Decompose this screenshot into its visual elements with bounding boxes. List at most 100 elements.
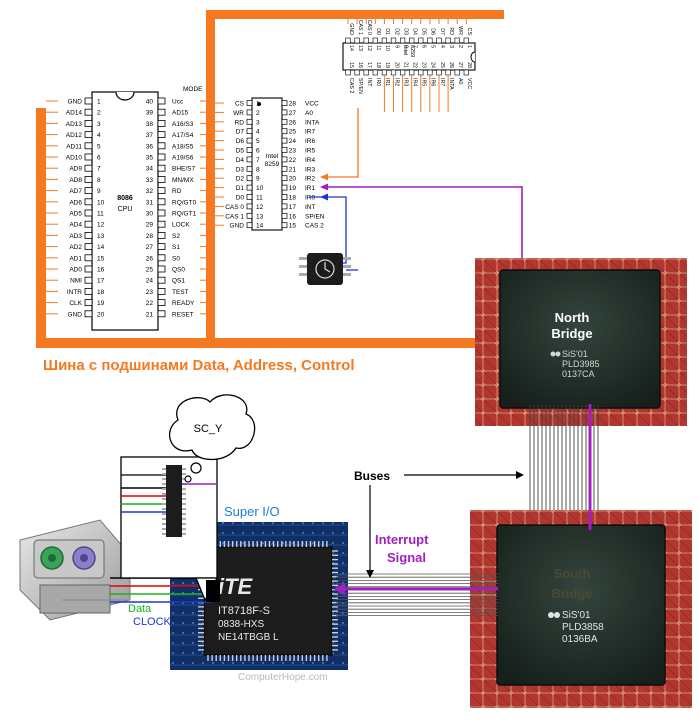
pic-rotated-pin-number: 12 <box>366 45 372 51</box>
cpu-pin-number: 2 <box>97 110 101 117</box>
cpu-pin-number: 38 <box>146 121 154 128</box>
pic-rotated-pin <box>345 37 351 44</box>
pic-rotated-pin-name: CAS 0 <box>366 20 372 35</box>
super-io-board: iTE IT8718F-S 0838-HXS NE14TBGB L <box>170 522 348 670</box>
pic-rotated-pin <box>418 37 424 44</box>
callout-chip-pin <box>162 473 166 475</box>
cpu-pin <box>157 254 166 262</box>
cpu-pin-number: 13 <box>97 233 105 240</box>
pic-rotated-pin-number: 28 <box>466 62 472 68</box>
callout-chip-pin <box>162 483 166 485</box>
cpu-pin-name: AD14 <box>66 110 83 117</box>
cpu-pin <box>157 153 166 161</box>
cpu-pin <box>157 243 166 251</box>
bus-caption: Шина с подшинами Data, Address, Control <box>43 357 355 374</box>
cpu-pin <box>157 209 166 217</box>
pic-rotated-pin-number: 23 <box>421 62 427 68</box>
cpu-pin <box>157 164 166 172</box>
pic-pin-name: IR2 <box>305 176 316 183</box>
north-bridge-mark-3: 0137CA <box>562 369 595 379</box>
cpu-pin-number: 27 <box>146 244 154 251</box>
cpu-pin <box>157 299 166 307</box>
watermark: ComputerHope.com <box>238 672 327 683</box>
callout-chip-pin <box>162 513 166 515</box>
pic-pin-name: IR5 <box>305 148 316 155</box>
pic-pin-number: 22 <box>289 157 297 164</box>
pic-rotated-pin-number: 27 <box>457 62 463 68</box>
pic-pin-number: 26 <box>289 119 297 126</box>
pic-pin-name: CAS 1 <box>225 213 244 220</box>
pic-rotated-pin <box>418 69 424 76</box>
cpu-label: 8086 <box>117 195 133 202</box>
pic-pin <box>281 109 288 116</box>
interrupt-label-1: Interrupt <box>375 532 429 547</box>
pic-rotated-pin <box>409 69 415 76</box>
pic-pin-number: 9 <box>256 176 260 183</box>
cpu-sublabel: CPU <box>118 206 133 213</box>
pic-rotated-pin <box>436 37 442 44</box>
zoom-callout <box>120 456 220 602</box>
cpu-pin <box>84 220 93 228</box>
cpu-pin-name: AD0 <box>69 267 82 274</box>
pic-pin-number: 8 <box>256 166 260 173</box>
callout-chip-pin <box>182 528 186 530</box>
cpu-pin <box>84 108 93 116</box>
pic-rotated-pin-number: 6 <box>421 45 427 48</box>
cpu-pin-name: AD6 <box>69 199 82 206</box>
pic-pin-number: 13 <box>256 213 264 220</box>
clock-icon <box>315 259 335 279</box>
pic-rotated-pin-number: 21 <box>402 62 408 68</box>
pic-pin <box>246 194 253 200</box>
pic-pin <box>246 165 253 172</box>
pic-rotated-pin-number: 14 <box>348 45 354 51</box>
clock-label: CLOCK <box>133 616 172 628</box>
callout-chip-pin <box>162 518 166 520</box>
pic-pin <box>246 128 253 135</box>
pic-pin-name: D2 <box>236 176 245 183</box>
pic-label-top: Intel <box>266 153 279 160</box>
pic-pin <box>281 147 288 153</box>
pic-pin-name: VCC <box>305 101 319 108</box>
cpu-pin-name: S0 <box>172 255 180 262</box>
ite-logo: iTE <box>218 574 254 599</box>
cpu-pin-name: AD12 <box>66 132 83 139</box>
cpu-pin <box>157 287 166 295</box>
cpu-pin <box>84 153 93 161</box>
inter-bridge-bus <box>529 405 599 528</box>
pic-pin <box>281 203 288 210</box>
pic-pin <box>246 118 253 125</box>
cpu-pin <box>84 131 93 139</box>
pic-pin-number: 27 <box>289 110 297 117</box>
pic-rotated-pin <box>381 37 388 44</box>
pic-rotated-pin <box>445 69 451 76</box>
south-bridge-mark-3: 0136BA <box>562 634 598 645</box>
pic-rotated-pin-name: IR1 <box>384 78 390 86</box>
pic-rotated-pin-number: 24 <box>430 62 436 68</box>
pic-pin-name: IR1 <box>305 185 316 192</box>
pic-pin-number: 19 <box>289 185 297 192</box>
cpu-pin-name: AD4 <box>69 222 82 229</box>
cpu-pin-name: RD <box>172 188 182 195</box>
cpu-pin-name: Ucc <box>172 99 184 106</box>
pic-rotated-pin-number: 17 <box>366 62 372 68</box>
cpu-pin <box>84 231 93 239</box>
pic-rotated-pin-name: WR <box>457 26 463 35</box>
pic-rotated-bus-stubs <box>347 19 467 24</box>
pic-pin <box>246 203 253 210</box>
cpu-pin <box>157 97 166 105</box>
cpu-pin-number: 22 <box>146 300 154 307</box>
pic-rotated-pin <box>427 69 433 76</box>
pic-rotated-pin-name: CS <box>466 28 472 36</box>
cpu-pin-name: TEST <box>172 289 189 296</box>
pic-rotated-pin-name: D7 <box>439 28 445 35</box>
pic-pin-name: D6 <box>236 138 245 145</box>
pic-pin <box>281 175 288 182</box>
pic-rotated-pin <box>390 37 397 44</box>
cpu-pin-number: 24 <box>146 278 154 285</box>
pic-pin-name: CAS 2 <box>305 223 324 230</box>
cpu-pin-number: 25 <box>146 267 154 274</box>
buses-label: Buses <box>354 469 390 483</box>
pic-pin-name: IR6 <box>305 138 316 145</box>
